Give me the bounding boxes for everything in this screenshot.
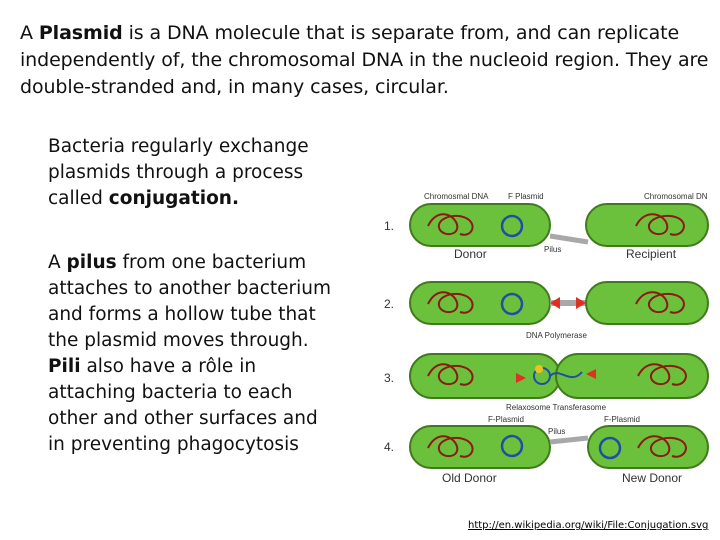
side1-text: Bacteria regularly exchange plasmids thr… — [48, 136, 309, 209]
pilus — [549, 435, 589, 445]
new-donor-cell — [587, 425, 709, 469]
arrow-left — [550, 297, 560, 309]
transferred-strand — [549, 371, 583, 379]
conjugation-diagram: 1. 2. 3. 4. Chromosmal DNA F Plasmid Chr… — [384, 192, 709, 485]
chromosome — [427, 435, 474, 458]
intro-text-2: is a DNA molecule that is separate from,… — [20, 22, 709, 98]
arrow-right — [586, 369, 596, 379]
chromosome — [427, 291, 474, 314]
conjugation-paragraph: Bacteria regularly exchange plasmids thr… — [48, 134, 338, 212]
donor-cell — [409, 353, 561, 399]
intro-text-1: A — [20, 22, 39, 44]
donor-cell — [409, 281, 551, 325]
arrow-left — [516, 373, 526, 383]
label-chromosomal-dna-right: Chromosomal DN — [644, 192, 708, 201]
plasmid — [500, 434, 524, 458]
plasmid — [500, 214, 524, 238]
label-chromosomal-dna: Chromosmal DNA — [424, 192, 489, 201]
label-donor: Donor — [454, 247, 487, 261]
pilus — [549, 233, 589, 245]
chromosome — [637, 363, 687, 386]
plasmid — [500, 292, 524, 316]
chromosome — [635, 291, 685, 314]
chromosome — [635, 213, 685, 236]
step-number: 1. — [384, 219, 394, 233]
label-f-plasmid-left: F-Plasmid — [488, 415, 524, 424]
chromosome — [427, 213, 474, 236]
step-number: 2. — [384, 297, 394, 311]
dna-polymerase-icon — [535, 365, 543, 373]
donor-cell — [409, 203, 551, 247]
label-f-plasmid-right: F-Plasmid — [604, 415, 640, 424]
label-old-donor: Old Donor — [442, 471, 497, 485]
recipient-cell — [585, 203, 709, 247]
side2-text-2: from one bacterium attaches to another b… — [48, 252, 332, 351]
intro-paragraph: A Plasmid is a DNA molecule that is sepa… — [20, 20, 710, 101]
label-relaxosome: Relaxosome Transferasome — [506, 403, 607, 412]
side2-bold-pili: Pili — [48, 356, 81, 377]
arrow-right — [576, 297, 586, 309]
side2-text-1: A — [48, 252, 67, 273]
label-pilus: Pilus — [544, 245, 561, 254]
chromosome — [427, 363, 474, 386]
label-f-plasmid: F Plasmid — [508, 192, 544, 201]
source-link[interactable]: http://en.wikipedia.org/wiki/File:Conjug… — [468, 520, 709, 531]
side1-bold-conjugation: conjugation. — [108, 188, 239, 209]
recipient-cell — [585, 281, 709, 325]
label-recipient: Recipient — [626, 247, 677, 261]
old-donor-cell — [409, 425, 551, 469]
label-pilus: Pilus — [548, 427, 565, 436]
label-new-donor: New Donor — [622, 471, 682, 485]
side2-bold-pilus: pilus — [66, 252, 117, 273]
plasmid — [598, 436, 622, 460]
label-dna-polymerase: DNA Polymerase — [526, 331, 587, 340]
pilus-paragraph: A pilus from one bacterium attaches to a… — [48, 250, 338, 458]
chromosome — [637, 435, 687, 458]
step-number: 3. — [384, 371, 394, 385]
intro-bold-plasmid: Plasmid — [38, 22, 123, 44]
step-number: 4. — [384, 440, 394, 454]
side2-text-3: also have a rôle in attaching bacteria t… — [48, 356, 318, 455]
